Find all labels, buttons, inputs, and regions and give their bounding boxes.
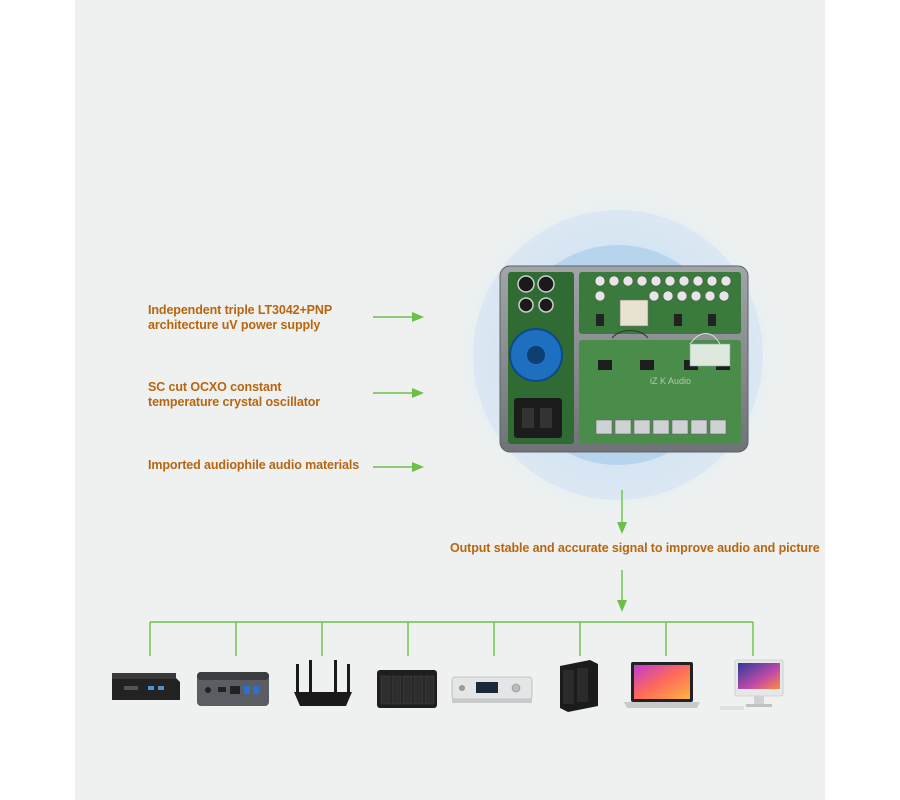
device-chassis-image bbox=[499, 265, 749, 453]
device-mini-pc-black bbox=[112, 673, 180, 700]
device-laptop bbox=[624, 662, 700, 708]
output-caption: Output stable and accurate signal to imp… bbox=[450, 541, 820, 555]
feature-arrows bbox=[373, 312, 424, 472]
board-mark: iZ K Audio bbox=[650, 376, 691, 386]
output-arrows bbox=[617, 490, 627, 612]
device-nuc-mini-pc bbox=[197, 672, 269, 706]
device-nas-5-bay bbox=[377, 670, 437, 708]
feature-label-audio-materials: Imported audiophile audio materials bbox=[148, 458, 360, 472]
device-network-streamer bbox=[451, 676, 533, 703]
distribution-bus bbox=[149, 621, 754, 656]
device-nas-2-bay bbox=[560, 660, 598, 712]
device-wifi-router bbox=[294, 660, 352, 706]
feature-label-power-supply: Independent triple LT3042+PNP architectu… bbox=[148, 303, 333, 332]
device-all-in-one-desktop bbox=[720, 659, 784, 710]
feature-label-oscillator: SC cut OCXO constant temperature crystal… bbox=[148, 380, 321, 409]
